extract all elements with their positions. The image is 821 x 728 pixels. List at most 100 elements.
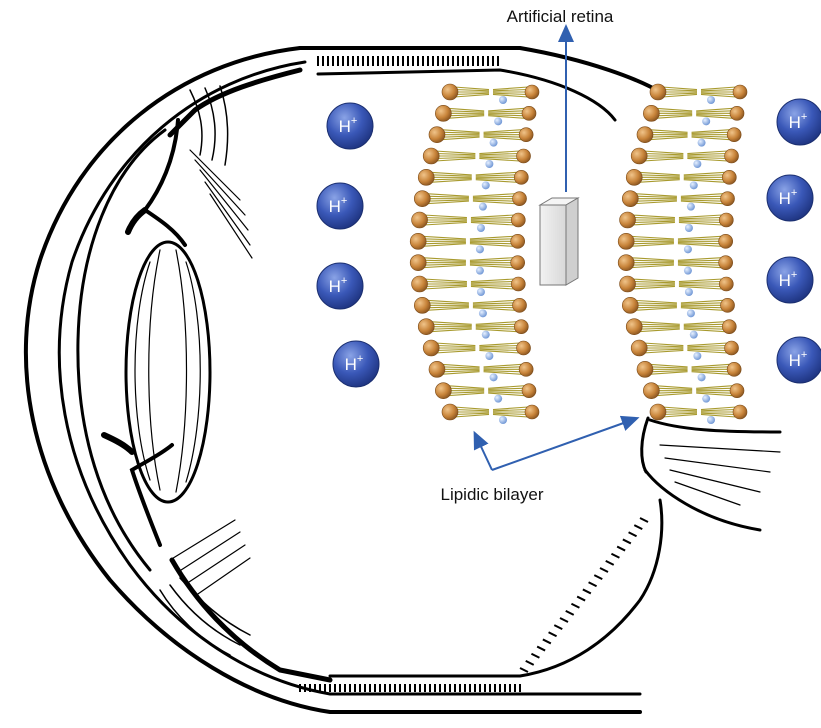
- optic-nerve-fibers: [660, 445, 780, 505]
- lipid-head: [519, 362, 533, 376]
- proton-ion: H+: [767, 257, 813, 303]
- proton-ion: H+: [317, 183, 363, 229]
- lipid-head: [414, 297, 430, 313]
- chip-front-face: [540, 205, 566, 285]
- lipid-head: [620, 212, 636, 228]
- retina-line-lower: [330, 500, 662, 676]
- hatch-mark: [554, 625, 562, 629]
- zonules-lower: [170, 520, 250, 596]
- lipid-head: [511, 234, 525, 248]
- iris-lower: [104, 435, 132, 452]
- lipid-head: [525, 405, 539, 419]
- lipid-head: [622, 297, 638, 313]
- zonules-upper: [190, 150, 252, 258]
- hatch-mark: [583, 589, 591, 593]
- lipid-head: [719, 234, 733, 248]
- optic-disc: [642, 418, 648, 472]
- lipid-head: [637, 361, 653, 377]
- lipid-head: [725, 149, 739, 163]
- hatch-mark: [606, 561, 614, 565]
- lipid-head: [631, 148, 647, 164]
- membrane-bead: [490, 139, 498, 147]
- lipid-head: [517, 341, 531, 355]
- lipid-head: [519, 128, 533, 142]
- chip-side-face: [566, 198, 578, 285]
- lipid-head: [429, 127, 445, 143]
- membrane-bead: [494, 395, 502, 403]
- lipid-head: [722, 170, 736, 184]
- lipid-head: [719, 213, 733, 227]
- lipid-head: [435, 105, 451, 121]
- lipid-head: [442, 404, 458, 420]
- membrane-bead: [684, 267, 692, 275]
- lipid-head: [631, 340, 647, 356]
- lipid-head: [650, 84, 666, 100]
- membrane-bead: [707, 416, 715, 424]
- lipid-head: [620, 276, 636, 292]
- lipid-head: [414, 191, 430, 207]
- membrane-bead: [685, 224, 693, 232]
- lipid-head: [626, 319, 642, 335]
- lipid-head: [442, 84, 458, 100]
- hatch-mark: [634, 525, 642, 529]
- proton-ion: H+: [317, 263, 363, 309]
- lipid-head: [650, 404, 666, 420]
- lipid-head: [643, 383, 659, 399]
- lipid-head: [423, 148, 439, 164]
- lipid-head: [721, 298, 735, 312]
- lipid-head: [622, 191, 638, 207]
- hatch-mark: [577, 597, 585, 601]
- lipid-head: [513, 298, 527, 312]
- membrane-bead: [477, 224, 485, 232]
- lipid-bilayer-left: [410, 84, 539, 424]
- lipid-head: [423, 340, 439, 356]
- hatch-mark: [566, 611, 574, 615]
- iris-upper: [128, 210, 145, 232]
- lipid-head: [513, 192, 527, 206]
- hatch-mark: [617, 547, 625, 551]
- membrane-bead: [685, 288, 693, 296]
- lipid-head: [522, 384, 536, 398]
- lipid-head: [719, 256, 733, 270]
- membrane-bead: [494, 117, 502, 125]
- membrane-bead: [690, 181, 698, 189]
- hatch-mark: [537, 647, 545, 651]
- lens-fibers: [135, 250, 200, 492]
- lipid-head: [511, 256, 525, 270]
- lens: [126, 242, 210, 502]
- hatch-mark: [549, 632, 557, 636]
- lipid-head: [418, 169, 434, 185]
- lipid-head: [727, 128, 741, 142]
- lipid-head: [517, 149, 531, 163]
- membrane-bead: [482, 331, 490, 339]
- cornea: [78, 130, 165, 570]
- lipid-head: [725, 341, 739, 355]
- hatch-mark: [520, 668, 528, 672]
- lipid-head: [730, 106, 744, 120]
- proton-ion: H+: [767, 175, 813, 221]
- lipid-head: [626, 169, 642, 185]
- optic-nerve-upper: [650, 420, 780, 432]
- hatch-mark: [594, 575, 602, 579]
- membrane-bead: [687, 203, 695, 211]
- arrow-to-right-bilayer: [492, 420, 632, 470]
- lipid-bilayer-right: [618, 84, 747, 424]
- membrane-bead: [499, 96, 507, 104]
- hatch-mark: [589, 582, 597, 586]
- hatch-mark: [640, 518, 648, 522]
- lipid-head: [522, 106, 536, 120]
- artificial-retina-chip: [540, 198, 578, 285]
- proton-ion: H+: [777, 337, 821, 383]
- membrane-bead: [490, 373, 498, 381]
- lipid-head: [511, 213, 525, 227]
- lipid-head: [721, 192, 735, 206]
- lipid-head: [525, 85, 539, 99]
- lipid-head: [412, 276, 428, 292]
- hatch-mark: [560, 618, 568, 622]
- lipid-head: [618, 233, 634, 249]
- lipid-head: [435, 383, 451, 399]
- sclera-outer: [26, 48, 640, 712]
- label-artificial-retina: Artificial retina: [507, 7, 614, 26]
- membrane-bead: [693, 160, 701, 168]
